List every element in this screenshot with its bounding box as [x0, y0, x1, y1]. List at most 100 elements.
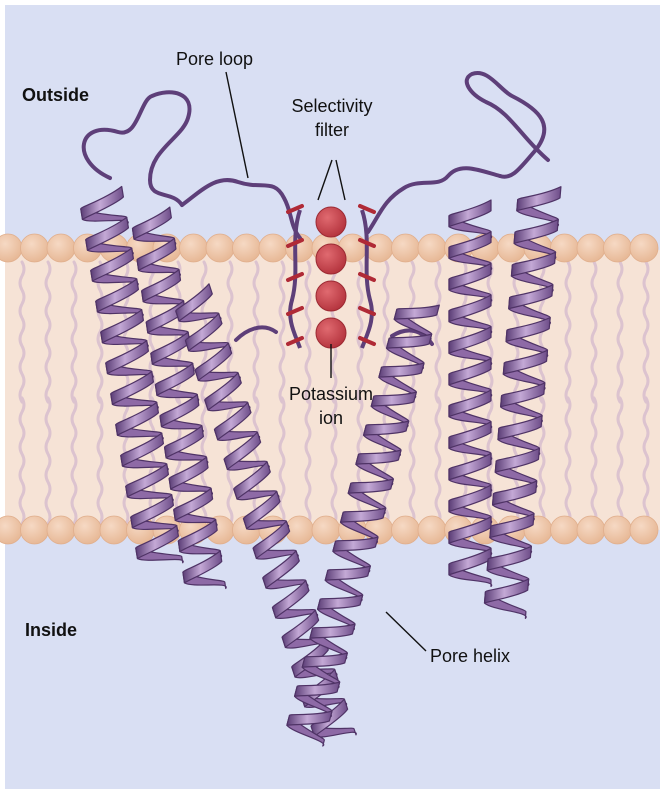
- lipid-tail: [18, 396, 26, 526]
- loop-strand: [366, 166, 502, 234]
- lipid-tail: [330, 396, 338, 526]
- helix-front-face: [130, 494, 175, 529]
- helix-front-face: [213, 401, 252, 441]
- helix-front-face: [136, 237, 177, 272]
- helix-front-face: [242, 490, 281, 530]
- helix-front-face: [497, 414, 543, 441]
- helix-front-face: [182, 550, 223, 584]
- helix-front-face: [281, 609, 320, 649]
- pore-loop-label: Pore loop: [176, 49, 253, 69]
- lipid-head: [603, 233, 632, 263]
- helix-front-face: [223, 431, 262, 471]
- filter-tick: [358, 272, 376, 282]
- potassium-ion: [315, 317, 347, 349]
- helix-front-face: [252, 520, 291, 560]
- helix-front-face: [95, 278, 140, 313]
- outside-label: Outside: [22, 85, 89, 105]
- lipid-head: [46, 233, 76, 263]
- helix-front-face: [500, 382, 546, 408]
- lipid-head: [550, 515, 579, 545]
- lipid-tail: [44, 396, 52, 526]
- selectivity-filter-leader-left: [317, 159, 333, 201]
- helix-front-face: [385, 333, 433, 349]
- loop-strand: [81, 90, 192, 207]
- helix-front-face: [173, 487, 214, 522]
- lipid-head: [46, 515, 76, 545]
- helix-front-face: [150, 331, 191, 365]
- helix-front-face: [309, 623, 356, 639]
- lipid-tail: [356, 260, 364, 404]
- pore-loop-leader: [225, 71, 249, 179]
- helix-front-face: [80, 185, 125, 221]
- filter-tick: [358, 238, 376, 248]
- lipid-head: [311, 515, 341, 545]
- loop-strand: [180, 178, 302, 240]
- potassium-ion-label-line2: ion: [319, 408, 343, 428]
- helix-front-face: [177, 518, 218, 553]
- filter-tick: [286, 238, 304, 248]
- potassium-ion: [315, 280, 347, 312]
- lipid-tail: [252, 260, 260, 404]
- lipid-tails: [18, 260, 650, 526]
- lipid-tail: [642, 260, 650, 404]
- lipid-tail: [96, 396, 104, 526]
- filter-tick: [358, 336, 376, 346]
- helix-left-middle: [131, 206, 227, 590]
- potassium-ion: [315, 206, 347, 238]
- lipid-tail: [304, 396, 312, 526]
- helix-front-face: [85, 216, 130, 251]
- helix-front-face: [505, 316, 551, 343]
- filter-tick: [286, 336, 304, 346]
- lipid-tail: [70, 260, 78, 404]
- helix-front-face: [508, 284, 554, 310]
- filter-tick: [358, 306, 376, 316]
- lipid-tail: [278, 396, 286, 526]
- lipid-tail: [122, 260, 130, 404]
- helix-front-face: [120, 432, 165, 467]
- lipid-head: [179, 233, 208, 263]
- helix-front-face: [339, 507, 387, 523]
- lipid-tail: [226, 260, 234, 404]
- helix-front-face: [316, 594, 364, 610]
- helix-left-outer: [80, 185, 184, 564]
- lipid-head: [417, 233, 447, 263]
- helix-front-face: [154, 362, 195, 397]
- helix-front-face: [163, 425, 205, 459]
- lipid-head: [391, 233, 420, 263]
- helix-front-face: [448, 547, 492, 576]
- helix-right-inner: [448, 199, 492, 588]
- helix-front-face: [168, 456, 209, 490]
- filter-tick: [286, 272, 304, 282]
- helix-front-face: [159, 393, 200, 428]
- helix-front-face: [516, 186, 562, 212]
- filter-tick: [286, 306, 304, 316]
- lipid-head: [364, 233, 394, 263]
- helix-front-face: [271, 579, 310, 619]
- lipid-head: [576, 515, 606, 545]
- lipid-head: [391, 515, 420, 545]
- helix-front-face: [355, 449, 402, 465]
- lipid-tail: [564, 260, 572, 404]
- lipid-tail: [590, 260, 598, 404]
- pore-helix-leader: [385, 611, 427, 652]
- helix-front-face: [131, 206, 172, 240]
- helix-front-face: [184, 312, 223, 352]
- helix-front-face: [448, 231, 492, 259]
- helix-front-face: [115, 401, 160, 436]
- lipid-head: [73, 515, 102, 545]
- helix-front-face: [204, 372, 242, 411]
- helix-front-face: [110, 370, 155, 406]
- lipid-head: [20, 515, 49, 545]
- helix-front-face: [100, 309, 145, 344]
- helix-front-face: [194, 342, 233, 382]
- lipid-tail: [486, 396, 494, 526]
- lipid-head: [205, 233, 235, 263]
- selectivity-filter-leader-right: [335, 159, 346, 201]
- filter-tick: [358, 204, 376, 214]
- potassium-ions: [315, 206, 347, 349]
- helix-front-face: [135, 525, 180, 560]
- helix-left-inner: [175, 283, 357, 738]
- helix-front-face: [448, 294, 492, 323]
